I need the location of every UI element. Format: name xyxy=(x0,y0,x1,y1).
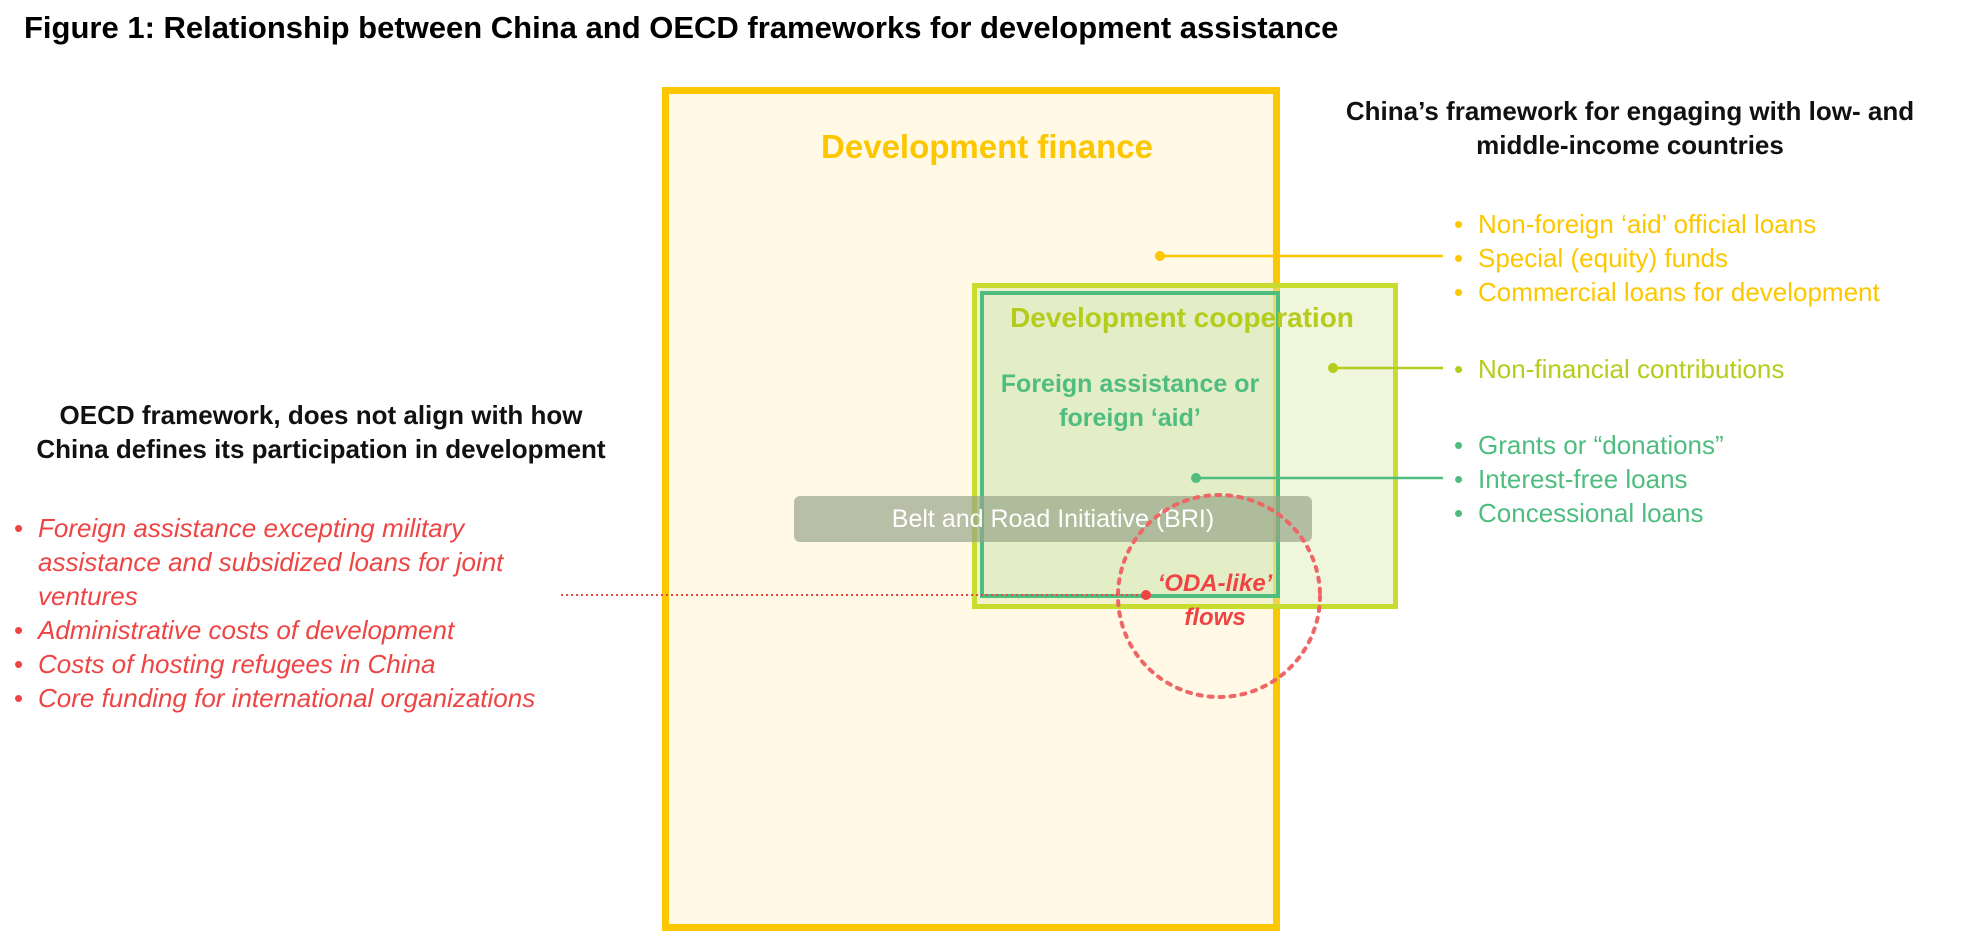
oda-label-line2: flows xyxy=(1184,604,1246,631)
china-heading-line2: middle-income countries xyxy=(1476,130,1784,160)
list-item: Special (equity) funds xyxy=(1454,241,1880,275)
oecd-heading-line2: China defines its participation in devel… xyxy=(36,434,606,464)
figure-title: Figure 1: Relationship between China and… xyxy=(24,10,1339,45)
foreign-assistance-label-line2: foreign ‘aid’ xyxy=(1059,404,1201,432)
oda-label-line1: ‘ODA-like’ xyxy=(1157,570,1273,597)
oda-circle xyxy=(1116,493,1322,699)
finance-connector-dot xyxy=(1155,251,1165,261)
list-item: Core funding for international organizat… xyxy=(14,681,594,715)
oecd-connector-dot xyxy=(1141,590,1151,600)
list-item: Administrative costs of development xyxy=(14,613,594,647)
foreign-assistance-label-line1: Foreign assistance or xyxy=(1000,370,1260,398)
bri-label: Belt and Road Initiative (BRI) xyxy=(891,505,1215,533)
china-framework-heading: China’s framework for engaging with low-… xyxy=(1310,94,1950,162)
list-item: Grants or “donations” xyxy=(1454,428,1724,462)
foreign-assistance-list: Grants or “donations” Interest-free loan… xyxy=(1454,428,1724,530)
development-cooperation-label: Development cooperation xyxy=(1010,302,1354,333)
oecd-heading-line1: OECD framework, does not align with how xyxy=(59,400,583,430)
list-item: Foreign assistance excepting military as… xyxy=(14,511,594,613)
list-item: Commercial loans for development xyxy=(1454,275,1880,309)
china-heading-line1: China’s framework for engaging with low-… xyxy=(1345,96,1915,126)
list-item: Concessional loans xyxy=(1454,496,1724,530)
assistance-connector-dot xyxy=(1191,473,1201,483)
list-item: Non-financial contributions xyxy=(1454,352,1784,386)
oecd-framework-list: Foreign assistance excepting military as… xyxy=(14,511,594,715)
bri-band xyxy=(794,496,1312,542)
oda-like-flows-label: ‘ODA-like’ flows xyxy=(1140,567,1290,635)
development-finance-list: Non-foreign ‘aid’ official loans Special… xyxy=(1454,207,1880,309)
development-cooperation-list: Non-financial contributions xyxy=(1454,352,1784,386)
development-cooperation-box xyxy=(972,283,1398,609)
list-item: Interest-free loans xyxy=(1454,462,1724,496)
development-finance-label: Development finance xyxy=(821,128,1153,165)
list-item: Costs of hosting refugees in China xyxy=(14,647,594,681)
foreign-assistance-label: Foreign assistance or foreign ‘aid’ xyxy=(980,367,1280,435)
cooperation-connector-dot xyxy=(1328,363,1338,373)
list-item: Non-foreign ‘aid’ official loans xyxy=(1454,207,1880,241)
oecd-framework-heading: OECD framework, does not align with how … xyxy=(16,398,626,466)
